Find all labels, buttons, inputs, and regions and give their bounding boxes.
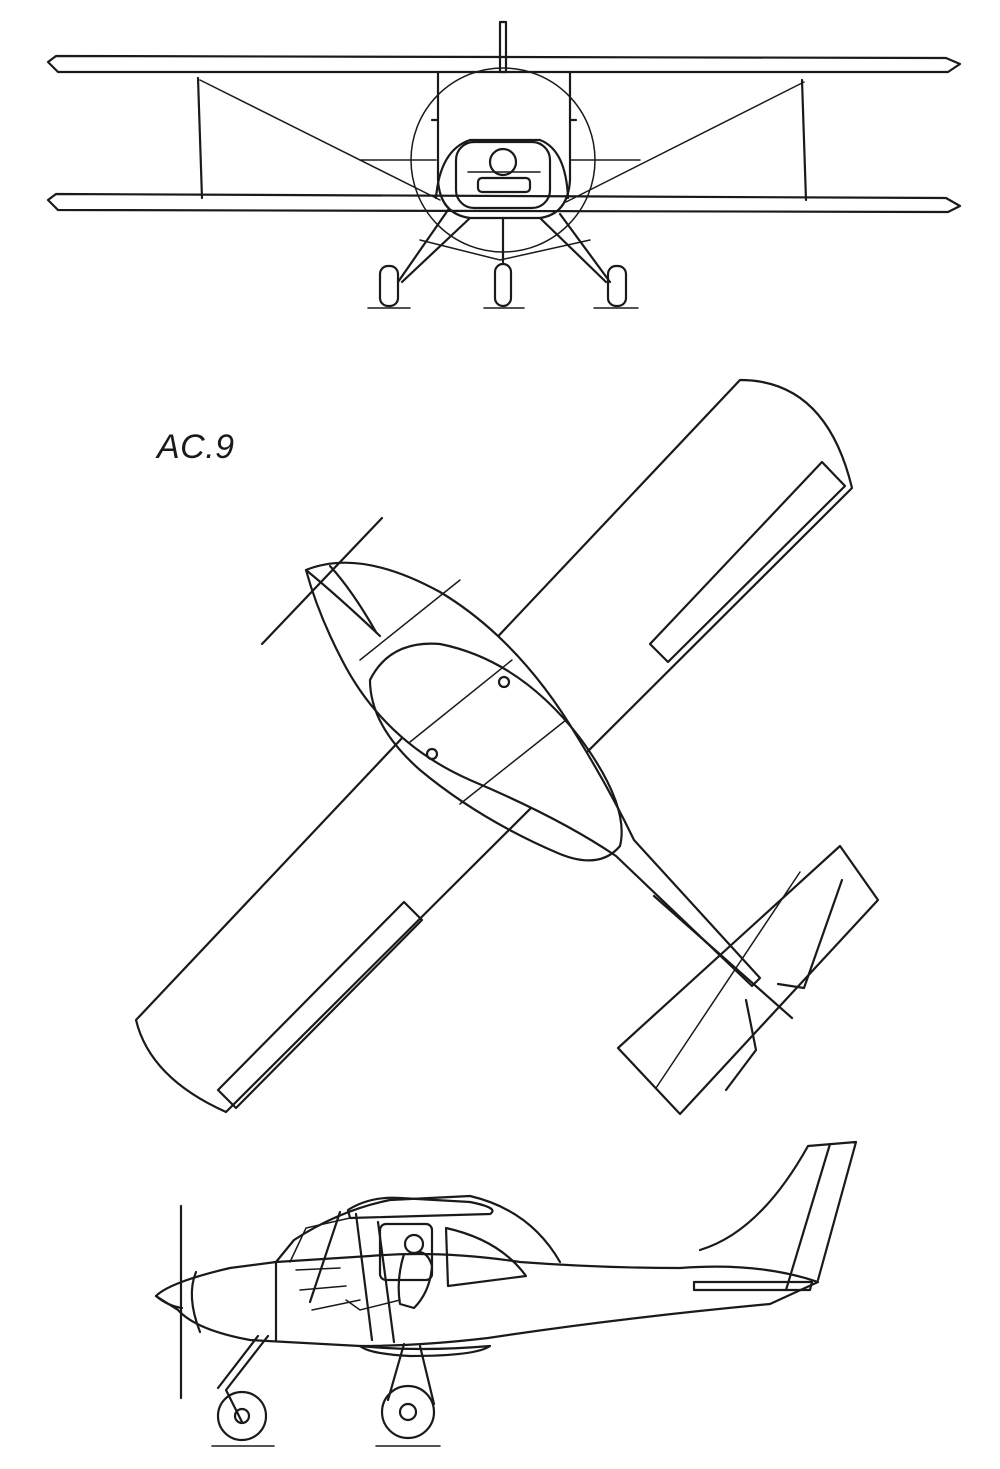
plan-canopy	[368, 642, 623, 862]
plan-fin	[652, 894, 794, 1020]
side-door-window	[378, 1222, 434, 1282]
plan-aileron-left	[216, 900, 424, 1110]
front-strut-right	[800, 78, 808, 202]
front-wheel-nose	[493, 262, 513, 308]
side-tailplane	[692, 1280, 814, 1292]
side-canopy	[274, 1194, 562, 1264]
front-view	[46, 20, 962, 309]
front-gear-right	[538, 212, 612, 284]
plan-fuel-cap-left	[425, 747, 439, 761]
plan-aileron-right	[648, 460, 847, 664]
front-spinner	[488, 147, 518, 177]
front-fin	[498, 20, 508, 74]
front-gear-left	[396, 208, 472, 284]
side-fuselage	[154, 1252, 820, 1348]
side-fin	[698, 1140, 858, 1282]
side-wing	[346, 1196, 494, 1220]
aircraft-designation-label: AC.9	[157, 428, 235, 466]
side-pilot-figure	[345, 1233, 434, 1311]
side-nose-wheel	[216, 1390, 268, 1442]
side-view	[154, 1140, 858, 1447]
plan-fuel-cap-right	[497, 675, 511, 689]
front-upper-wing	[46, 54, 962, 74]
side-main-wheel	[380, 1384, 436, 1440]
plan-fuselage	[304, 561, 762, 988]
front-strut-left	[196, 76, 204, 200]
side-main-gear	[386, 1342, 436, 1406]
front-wheel-right	[606, 264, 628, 308]
plan-wing	[134, 378, 854, 1114]
plan-tailplane	[616, 844, 880, 1116]
front-lower-wing	[46, 192, 962, 214]
plan-propeller	[260, 516, 384, 646]
front-wheel-left	[378, 264, 400, 308]
front-cowl-intake	[454, 140, 552, 210]
plan-view	[134, 378, 880, 1116]
